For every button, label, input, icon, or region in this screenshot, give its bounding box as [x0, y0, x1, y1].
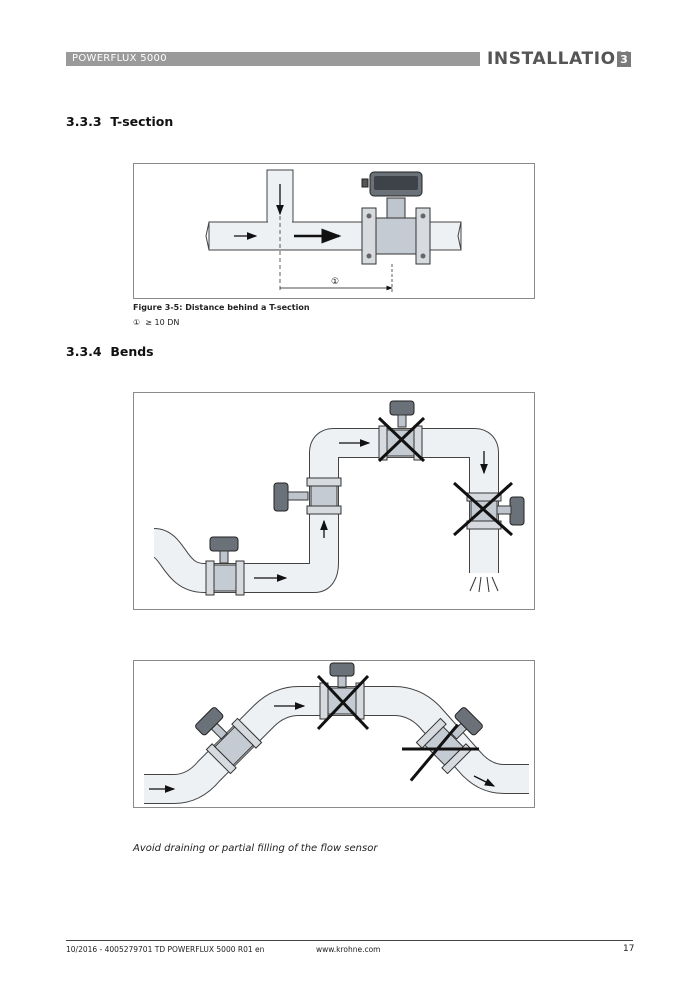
header-product: POWERFLUX 5000 — [72, 53, 167, 64]
figure-tsection: ① — [133, 163, 535, 299]
footer-website[interactable]: www.krohne.com — [316, 945, 381, 954]
header-section-title: INSTALLATION — [487, 49, 631, 69]
figure-caption: Figure 3-5: Distance behind a T-section — [133, 303, 310, 312]
section-number: 3.3.3 — [66, 114, 102, 129]
footer-divider — [66, 940, 633, 941]
installation-note: Avoid draining or partial filling of the… — [133, 843, 378, 854]
section-title: T-section — [110, 114, 174, 129]
section-heading-bends: 3.3.4 Bends — [66, 344, 154, 359]
figure-legend: ① ≥ 10 DN — [133, 318, 179, 327]
footer-page-number: 17 — [623, 944, 635, 954]
footer-doc-id: 10/2016 - 4005279701 TD POWERFLUX 5000 R… — [66, 945, 265, 954]
header-section-number: 3 — [617, 52, 631, 67]
legend-marker: ① — [133, 318, 141, 327]
legend-text: ≥ 10 DN — [145, 318, 180, 327]
section-title: Bends — [110, 344, 154, 359]
dimension-marker: ① — [331, 277, 339, 287]
figure-bends — [133, 392, 535, 610]
section-number: 3.3.4 — [66, 344, 102, 359]
figure-bends-arched — [133, 660, 535, 808]
section-heading-tsection: 3.3.3 T-section — [66, 114, 173, 129]
header-bar — [66, 52, 480, 66]
